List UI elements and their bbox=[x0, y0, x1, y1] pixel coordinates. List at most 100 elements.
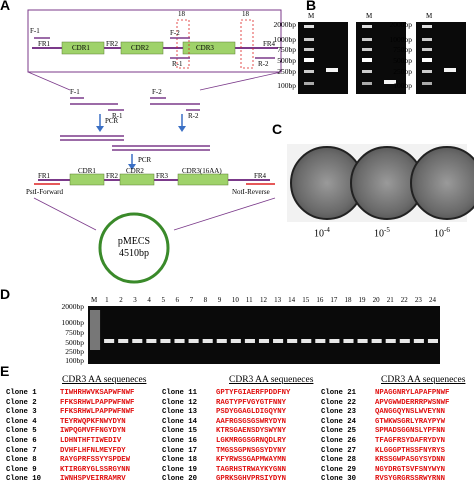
gel-d-lane-label: 15 bbox=[302, 296, 310, 304]
gel3-marker-100: 100bp bbox=[393, 81, 412, 90]
gel-d-sample-band bbox=[132, 339, 143, 343]
gel1-marker-750: 750bp bbox=[277, 45, 296, 54]
clone-name: Clone 22 bbox=[321, 398, 357, 407]
clone-name: Clone 14 bbox=[162, 417, 198, 426]
label-fr2-top: FR2 bbox=[106, 40, 119, 48]
gel-d-sample-band bbox=[329, 339, 340, 343]
label-f1-top: F-1 bbox=[30, 27, 40, 35]
gel1-marker-1000: 1000bp bbox=[273, 35, 297, 44]
clone-name: Clone 12 bbox=[162, 398, 198, 407]
label-fr1-top: FR1 bbox=[38, 40, 51, 48]
gel-d-sample-band bbox=[385, 339, 396, 343]
label-r2-top: R-2 bbox=[258, 60, 269, 68]
label-fr4-top: FR4 bbox=[263, 40, 276, 48]
vector-funnel-right bbox=[173, 197, 276, 231]
gel2-band bbox=[362, 38, 372, 41]
clone-sequence: FFKSRHWLPAPPWFNWF bbox=[60, 398, 135, 407]
table-title-1: CDR3 AA sequeneces bbox=[62, 375, 147, 385]
clone-sequence: AAFRGSGSGSWRYDYN bbox=[216, 417, 287, 426]
clone-sequence: SPMADSGGNSLYPFNN bbox=[375, 427, 446, 436]
gel1-marker-250: 250bp bbox=[277, 67, 296, 76]
clone-sequence: KLGGGPTHSSFNYRYS bbox=[375, 446, 446, 455]
clone-name: Clone 5 bbox=[6, 427, 37, 436]
label-pcr-2: PCR bbox=[138, 156, 152, 164]
arrowhead-pcr-right bbox=[178, 126, 186, 132]
cdr1-box bbox=[61, 41, 105, 55]
label-bracket-18-left: 18 bbox=[178, 10, 185, 18]
clone-name: Clone 13 bbox=[162, 408, 198, 417]
clone-sequence: DVHFLHFNLMEYFDY bbox=[60, 446, 126, 455]
gel-d-lane-label: 10 bbox=[231, 296, 239, 304]
gel-d-lane-label: 1 bbox=[105, 296, 109, 304]
gel-d-lane-label: 8 bbox=[203, 296, 208, 304]
gel-d-sample-band bbox=[202, 339, 213, 343]
gel1-band bbox=[304, 82, 314, 85]
clone-sequence: LDHNTHFTIWEDIV bbox=[60, 436, 122, 445]
gel-d-sample-band bbox=[427, 339, 438, 343]
label-cdr2-final: CDR2 bbox=[126, 167, 144, 175]
gel-d-sample-band bbox=[287, 339, 298, 343]
clone-sequence: QANGGQYNSLWVEYNN bbox=[375, 408, 446, 417]
gel3-band bbox=[422, 48, 432, 51]
label-f1-mid: F-1 bbox=[70, 88, 80, 96]
arrowhead-pcr-left bbox=[96, 126, 104, 132]
gel-d-lane-label: 12 bbox=[260, 296, 267, 304]
dilution-label-3: 10-6 bbox=[434, 226, 450, 240]
gel-d-sample-band bbox=[216, 339, 227, 343]
gel3-sample-band bbox=[444, 68, 456, 72]
clone-name: Clone 4 bbox=[6, 417, 37, 426]
clone-name: Clone 26 bbox=[321, 436, 357, 445]
gel-d-sample-band bbox=[146, 339, 157, 343]
gel-d-lane-label: 16 bbox=[316, 296, 324, 304]
clone-sequence: APVGWWDERRRPWSNWF bbox=[375, 398, 450, 407]
gel-d-lane-label: 14 bbox=[288, 296, 296, 304]
clone-name: Clone 30 bbox=[321, 475, 357, 484]
gel-d-marker-250: 250bp bbox=[65, 347, 84, 356]
clone-name: Clone 17 bbox=[162, 446, 198, 455]
clone-name: Clone 25 bbox=[321, 427, 357, 436]
clone-sequence: TMGSSGPNSGSYDYNY bbox=[216, 446, 287, 455]
gel-d-bands bbox=[90, 310, 438, 350]
gel-d-lane-label: 19 bbox=[358, 296, 366, 304]
pmecs-vector-circle bbox=[98, 212, 170, 284]
clone-sequence: IWNHSPVEIRRAMRV bbox=[60, 475, 126, 484]
clone-sequence: KTRSGAENSDYSWYNY bbox=[216, 427, 287, 436]
construct-box bbox=[27, 9, 282, 73]
clone-sequence: KTIRGRYGLSSRGYNN bbox=[60, 465, 131, 474]
final-cdr3 bbox=[177, 173, 229, 186]
gel-d-lane-label: 17 bbox=[330, 296, 338, 304]
gel-d-sample-band bbox=[413, 339, 424, 343]
gel-d-lane-label: 20 bbox=[372, 296, 380, 304]
gel-d-lane-label: 4 bbox=[147, 296, 151, 304]
gel-d-lane-label: 7 bbox=[189, 296, 194, 304]
label-fr3-final: FR3 bbox=[156, 172, 169, 180]
gel-b3 bbox=[416, 22, 466, 94]
arrowhead-pcr-second bbox=[128, 164, 136, 170]
clone-sequence: GPTYFGIAERFPDDFNY bbox=[216, 389, 291, 397]
funnel-right bbox=[199, 71, 282, 91]
clone-sequence: LGKMRGGSGRNQDLRY bbox=[216, 436, 287, 445]
gel-d-sample-band bbox=[357, 339, 368, 343]
gel-d-sample-band bbox=[244, 339, 255, 343]
vector-label: pMECS 4510bp bbox=[100, 236, 168, 260]
gel2-band bbox=[362, 58, 372, 62]
gel-d-sample-band bbox=[343, 339, 354, 343]
gel3-marker-250: 250bp bbox=[393, 67, 412, 76]
gel1-marker-100: 100bp bbox=[277, 81, 296, 90]
table-title-3: CDR3 AA sequeneces bbox=[381, 375, 466, 385]
